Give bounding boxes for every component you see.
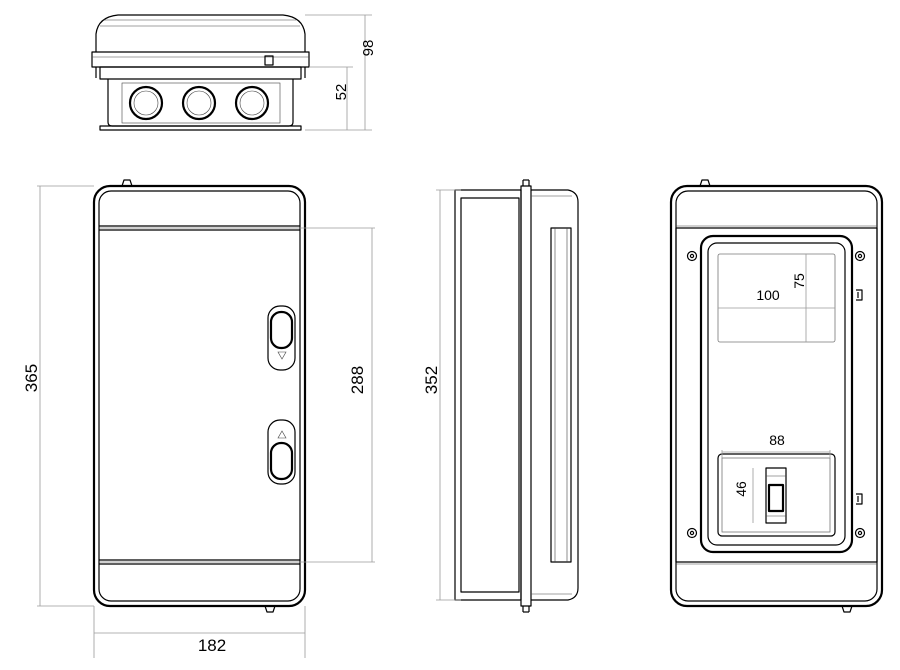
- dimension-breaker-height: 46: [733, 481, 749, 497]
- dimension-breaker-width: 88: [769, 432, 785, 448]
- dimension-window-height: 75: [791, 273, 807, 289]
- dimension-window-width: 100: [756, 287, 780, 303]
- dimension-front-height: 365: [22, 364, 41, 392]
- dimension-front-inner-height: 288: [348, 366, 367, 394]
- front-view: [37, 179, 375, 658]
- dimension-side-height: 352: [422, 366, 441, 394]
- back-view: [669, 179, 884, 613]
- dimension-top-inner-height: 52: [333, 84, 350, 101]
- side-view: [436, 179, 579, 613]
- top-view: [91, 14, 372, 131]
- dimension-top-height: 98: [360, 40, 377, 57]
- dimension-front-width: 182: [198, 636, 226, 655]
